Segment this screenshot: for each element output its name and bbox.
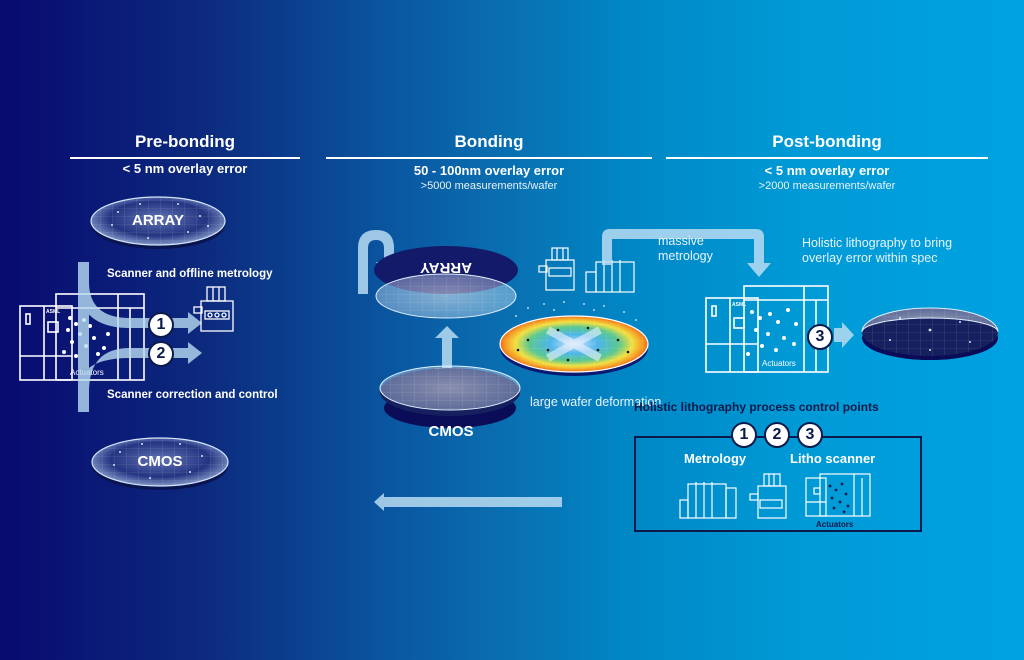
prebonding-overlay: < 5 nm overlay error — [122, 161, 248, 176]
postbonding-measurements: >2000 measurements/wafer — [758, 180, 896, 192]
deformation-heatmap-wafer — [499, 301, 649, 376]
postbonding-overlay: < 5 nm overlay error — [764, 163, 890, 178]
metrology-tools-icon — [538, 247, 635, 293]
array-wafer-label: ARRAY — [132, 212, 184, 229]
array-wafer — [90, 196, 226, 249]
svg-text:ASML: ASML — [732, 302, 746, 308]
step-3-badge: 3 — [807, 324, 833, 350]
control-points-title: Holistic lithography process control poi… — [634, 400, 879, 414]
section-title-postbonding: Post-bonding — [772, 132, 882, 151]
control-point-2: 2 — [764, 422, 790, 448]
label-scanner-correction: Scanner correction and control — [107, 389, 278, 401]
metrology-tool-icon — [193, 286, 234, 332]
massive-metrology-label: massive metrology — [658, 234, 713, 263]
step-3-arrow — [834, 322, 854, 348]
step-2-badge: 2 — [148, 341, 174, 367]
align-arrow-icon — [435, 326, 459, 380]
scanner-machine-post-icon: ASML — [705, 285, 829, 373]
postbonding-description: Holistic lithography to bring overlay er… — [802, 236, 953, 265]
section-title-bonding: Bonding — [454, 132, 524, 151]
step-1-badge: 1 — [148, 312, 174, 338]
cmos-bonded-label: CMOS — [428, 423, 474, 440]
glass-wafer — [375, 273, 517, 319]
svg-text:ASML: ASML — [46, 309, 60, 315]
metrology-heading: Metrology — [684, 451, 747, 466]
bonding-measurements: >5000 measurements/wafer — [420, 180, 558, 192]
actuators-box-label: Actuators — [816, 520, 854, 529]
bonding-overlay: 50 - 100nm overlay error — [413, 163, 565, 178]
metrology-loop-arrow — [602, 229, 771, 277]
cmos-wafer-label: CMOS — [137, 453, 183, 470]
actuators-post-label: Actuators — [762, 359, 796, 368]
control-point-1: 1 — [731, 422, 757, 448]
litho-scanner-heading: Litho scanner — [790, 451, 876, 466]
section-title-prebonding: Pre-bonding — [134, 132, 236, 151]
litho-scanner-box-icon — [805, 473, 871, 517]
section-divider — [70, 157, 300, 159]
control-point-3: 3 — [797, 422, 823, 448]
final-wafer — [861, 307, 999, 360]
deformation-label: large wafer deformation — [530, 395, 662, 409]
label-scanner-metrology: Scanner and offline metrology — [107, 268, 273, 280]
cmos-wafer — [91, 437, 229, 490]
section-divider — [326, 157, 652, 159]
section-divider — [666, 157, 988, 159]
return-arrow — [374, 493, 562, 511]
metrology-tools-box-icon — [679, 473, 787, 519]
cmos-wafer-bonded — [379, 365, 521, 428]
